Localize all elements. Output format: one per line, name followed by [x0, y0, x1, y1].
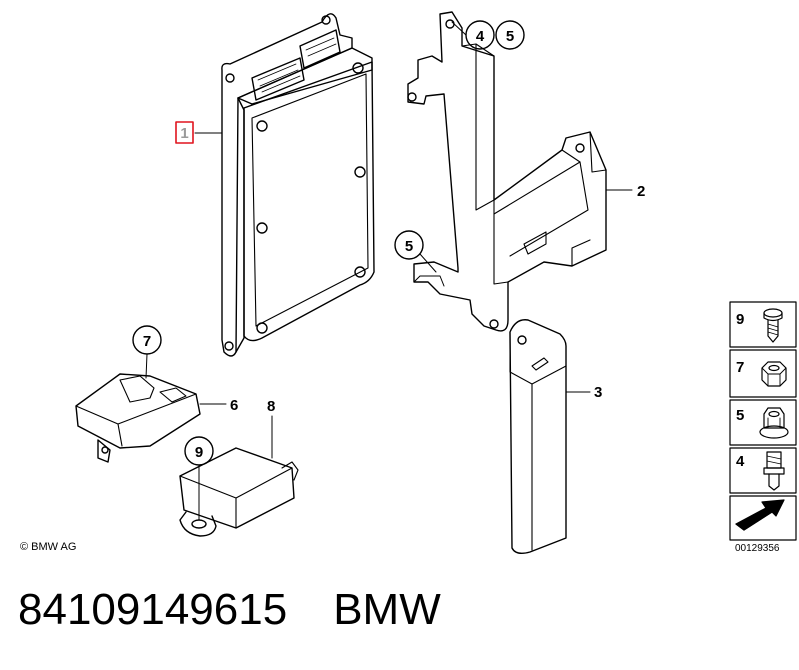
small-module: [179, 415, 299, 537]
screw-icon: [763, 308, 783, 343]
legend-num-7: 7: [736, 359, 744, 376]
legend-arrow-box: [729, 495, 797, 541]
callout-6-label: 6: [230, 397, 238, 414]
nut-icon: [761, 361, 787, 387]
brand-name: BMW: [333, 585, 441, 634]
callout-5a-circle: [495, 20, 525, 50]
control-module: [194, 13, 375, 357]
legend-num-9: 9: [736, 311, 744, 328]
callout-8-label: 8: [267, 398, 275, 415]
callout-1-highlight: [175, 121, 194, 144]
callout-1-label: 1: [180, 125, 188, 142]
callout-5b-circle: [394, 230, 424, 260]
copyright-notice: © BMW AG: [20, 541, 77, 553]
direction-arrow-icon: [735, 499, 785, 531]
legend-box-9: [729, 301, 797, 348]
part-info: 84109149615 BMW: [18, 585, 487, 635]
callout-5a-label: 5: [506, 28, 514, 45]
drawing-code: 00129356: [735, 543, 780, 554]
legend-box-5: [729, 399, 797, 446]
legend-num-4: 4: [736, 453, 745, 470]
callout-9-label: 9: [195, 444, 203, 461]
antenna-module: [509, 319, 591, 555]
mounting-bracket: [407, 11, 633, 332]
legend-box-4: [729, 447, 797, 494]
flange-nut-icon: [759, 407, 789, 439]
callout-2-label: 2: [637, 183, 645, 200]
hardware-legend: [729, 301, 797, 541]
callout-3-label: 3: [594, 384, 602, 401]
stud-bolt-icon: [763, 451, 785, 491]
legend-num-5: 5: [736, 407, 744, 424]
legend-box-7: [729, 349, 797, 398]
callout-4-label: 4: [476, 28, 485, 45]
sensor-block: [75, 373, 227, 463]
part-number: 84109149615: [18, 585, 288, 634]
callout-7-label: 7: [143, 333, 151, 350]
callout-5b-label: 5: [405, 238, 413, 255]
